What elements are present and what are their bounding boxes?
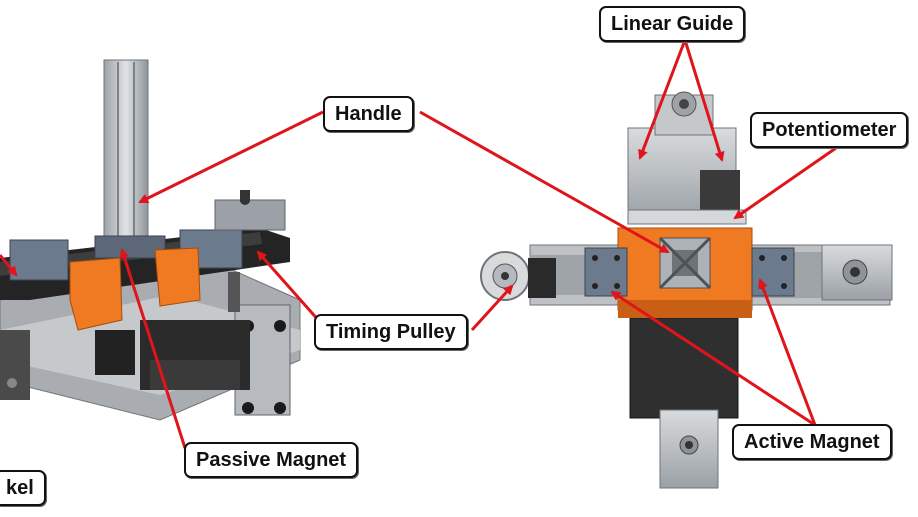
- handle-pole: [103, 59, 149, 251]
- arrow-left-cut: [0, 254, 18, 277]
- orange-block-right: [154, 247, 201, 307]
- block-left-top: [9, 239, 69, 281]
- label-active-magnet: Active Magnet: [732, 424, 892, 460]
- arrow-timing-pulley-left: [256, 250, 322, 323]
- orange-block-left: [69, 257, 123, 331]
- magnet-right: [751, 247, 795, 297]
- label-potentiometer: Potentiometer: [750, 112, 909, 148]
- callout-arrows: [0, 39, 837, 449]
- label-linear-guide: Linear Guide: [599, 6, 746, 42]
- arrow-active-magnet-1: [610, 290, 816, 427]
- arrow-linear-guide-1: [638, 39, 687, 160]
- left-device-photo: [0, 59, 301, 421]
- label-passive-magnet: Passive Magnet: [184, 442, 359, 478]
- label-timing-pulley: Timing Pulley: [314, 314, 468, 350]
- arrow-potentiometer: [733, 146, 837, 220]
- arrow-linear-guide-2: [683, 39, 725, 162]
- label-left-cut: kel: [0, 470, 46, 506]
- arrow-active-magnet-2: [758, 278, 817, 426]
- label-handle: Handle: [323, 96, 414, 132]
- guide-frame-bottom: [629, 317, 739, 419]
- arrow-timing-pulley-right: [470, 284, 514, 332]
- motor-back: [214, 199, 286, 231]
- magnet-left: [584, 247, 628, 297]
- arrow-handle-right: [419, 110, 670, 254]
- arrow-passive-magnet: [119, 248, 187, 449]
- arrow-handle-left: [138, 110, 324, 204]
